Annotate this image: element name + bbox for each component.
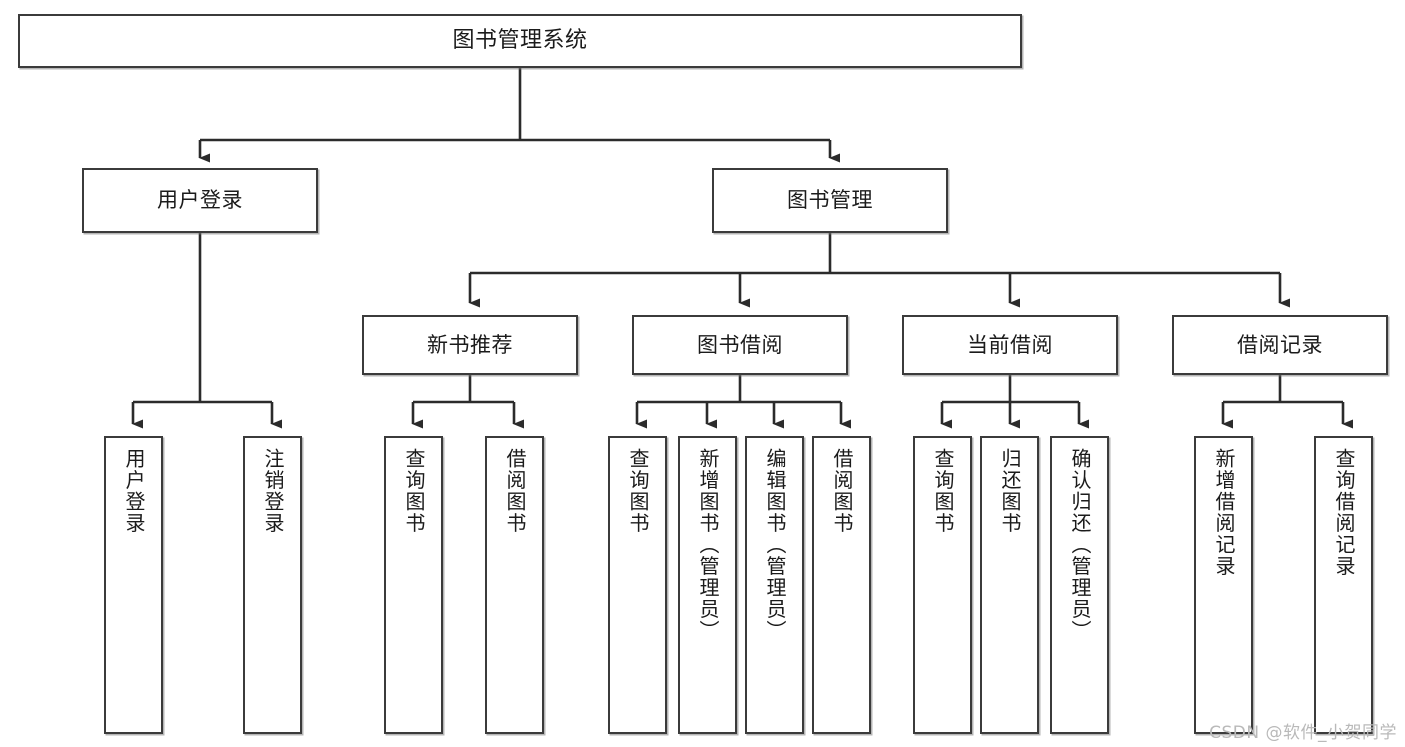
node-leaf-add-record[interactable]: 新增借阅记录 — [1194, 436, 1253, 734]
node-label: 当前借阅 — [967, 332, 1053, 357]
node-leaf-confirm-return[interactable]: 确认归还（管理员） — [1050, 436, 1109, 734]
connectors-bookmgmt-to-level3 — [468, 233, 1290, 308]
node-label: 图书管理 — [787, 188, 873, 213]
connectors-bookborrow-to-leaves — [635, 375, 851, 429]
node-leaf-user-login[interactable]: 用户登录 — [104, 436, 163, 734]
node-current-borrow[interactable]: 当前借阅 — [902, 315, 1118, 375]
node-book-borrow[interactable]: 图书借阅 — [632, 315, 848, 375]
node-label: 查询借阅记录 — [1332, 448, 1356, 577]
node-leaf-return-book[interactable]: 归还图书 — [980, 436, 1039, 734]
node-label: 借阅图书 — [830, 448, 854, 534]
node-label: 确认归还（管理员） — [1068, 448, 1092, 642]
node-leaf-query-book-3[interactable]: 查询图书 — [913, 436, 972, 734]
node-label: 图书借阅 — [697, 332, 783, 357]
node-label: 查询图书 — [402, 448, 426, 534]
node-label: 图书管理系统 — [452, 28, 588, 54]
node-label: 编辑图书（管理员） — [763, 448, 787, 642]
node-label: 归还图书 — [998, 448, 1022, 534]
node-label: 用户登录 — [157, 188, 243, 213]
node-leaf-query-book-1[interactable]: 查询图书 — [384, 436, 443, 734]
node-label: 用户登录 — [122, 448, 146, 534]
node-leaf-query-record[interactable]: 查询借阅记录 — [1314, 436, 1373, 734]
node-label: 新增借阅记录 — [1212, 448, 1236, 577]
node-label: 借阅记录 — [1237, 332, 1323, 357]
node-leaf-user-logout[interactable]: 注销登录 — [243, 436, 302, 734]
node-label: 借阅图书 — [503, 448, 527, 534]
node-leaf-edit-book[interactable]: 编辑图书（管理员） — [745, 436, 804, 734]
connectors-newbook-to-leaves — [411, 375, 524, 429]
node-label: 新书推荐 — [427, 332, 513, 357]
node-new-book-recommend[interactable]: 新书推荐 — [362, 315, 578, 375]
connectors-userlogin-to-leaves — [131, 233, 282, 429]
connectors-root-to-level2 — [198, 68, 840, 163]
node-leaf-borrow-book-2[interactable]: 借阅图书 — [812, 436, 871, 734]
node-leaf-query-book-2[interactable]: 查询图书 — [608, 436, 667, 734]
node-borrow-record[interactable]: 借阅记录 — [1172, 315, 1388, 375]
node-leaf-add-book[interactable]: 新增图书（管理员） — [678, 436, 737, 734]
node-leaf-borrow-book-1[interactable]: 借阅图书 — [485, 436, 544, 734]
connectors-currentborrow-to-leaves — [940, 375, 1089, 429]
node-label: 注销登录 — [261, 448, 285, 534]
node-book-management[interactable]: 图书管理 — [712, 168, 948, 233]
node-label: 查询图书 — [931, 448, 955, 534]
node-label: 查询图书 — [626, 448, 650, 534]
node-user-login[interactable]: 用户登录 — [82, 168, 318, 233]
node-root-system[interactable]: 图书管理系统 — [18, 14, 1022, 68]
connectors-borrowrecord-to-leaves — [1221, 375, 1353, 429]
csdn-watermark: CSDN @软件_小贺同学 — [1209, 723, 1397, 743]
node-label: 新增图书（管理员） — [696, 448, 720, 642]
